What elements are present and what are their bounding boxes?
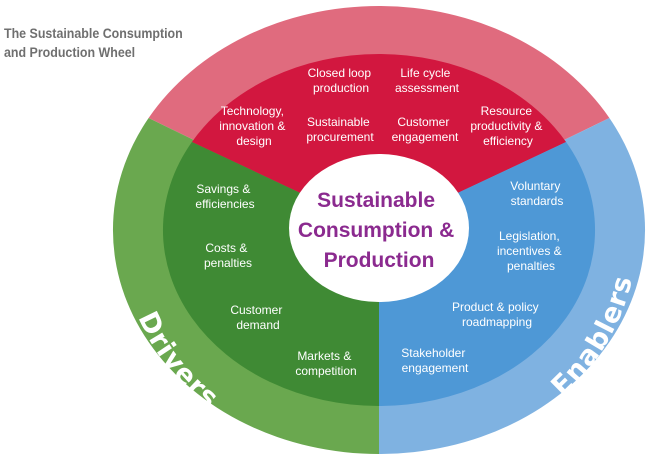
item-line: Customer [230, 303, 282, 317]
item-line: Product & policy [452, 300, 539, 314]
drivers-item: Costs & penalties [204, 241, 252, 270]
item-line: penalties [204, 256, 252, 270]
item-line: standards [511, 194, 564, 208]
item-line: Technology, [221, 104, 284, 118]
techniques-item: Sustainable procurement [306, 115, 374, 144]
item-line: Savings & [196, 182, 250, 196]
item-line: efficiencies [195, 197, 254, 211]
title-line-2: and Production Wheel [4, 45, 136, 60]
item-line: demand [236, 318, 279, 332]
techniques-item: Life cycle assessment [395, 66, 460, 95]
drivers-item: Customer demand [230, 303, 285, 332]
item-line: engagement [392, 130, 459, 144]
enablers-item: Product & policy roadmapping [452, 300, 542, 329]
techniques-item: Closed loop production [308, 66, 375, 95]
item-line: production [313, 81, 369, 95]
center-hub [289, 154, 469, 302]
item-line: Voluntary [510, 179, 560, 193]
item-line: Life cycle [400, 66, 450, 80]
item-line: innovation & [219, 119, 285, 133]
techniques-item: Technology, innovation & design [219, 104, 288, 148]
enablers-item: Stakeholder engagement [401, 346, 469, 375]
drivers-item: Savings & efficiencies [195, 182, 254, 211]
center-label: Sustainable Consumption & Production [298, 189, 460, 272]
item-line: Sustainable [307, 115, 370, 129]
techniques-item: Resource productivity & efficiency [470, 104, 545, 148]
item-line: Stakeholder [401, 346, 465, 360]
item-line: Closed loop [308, 66, 372, 80]
drivers-item: Markets & competition [295, 349, 356, 378]
title-line-1: The Sustainable Consumption [4, 26, 183, 41]
item-line: Legislation, [499, 229, 560, 243]
item-line: incentives & [497, 244, 562, 258]
item-line: procurement [306, 130, 374, 144]
item-line: roadmapping [462, 315, 532, 329]
item-line: efficiency [483, 134, 533, 148]
center-line-2: Consumption & [298, 219, 454, 242]
techniques-item: Customer engagement [392, 115, 459, 144]
page-title: The Sustainable Consumption and Producti… [4, 24, 216, 62]
item-line: engagement [402, 361, 469, 375]
techniques-inner-sector [191, 53, 567, 230]
enablers-item: Voluntary standards [510, 179, 563, 208]
center-line-1: Sustainable [317, 189, 435, 212]
item-line: productivity & [470, 119, 542, 133]
item-line: competition [295, 364, 356, 378]
enablers-item: Legislation, incentives & penalties [497, 229, 565, 273]
item-line: Markets & [297, 349, 351, 363]
item-line: Customer [397, 115, 449, 129]
item-line: design [236, 134, 271, 148]
item-line: Resource [481, 104, 533, 118]
item-line: assessment [395, 81, 460, 95]
center-line-3: Production [324, 249, 435, 272]
item-line: penalties [507, 259, 555, 273]
item-line: Costs & [205, 241, 247, 255]
